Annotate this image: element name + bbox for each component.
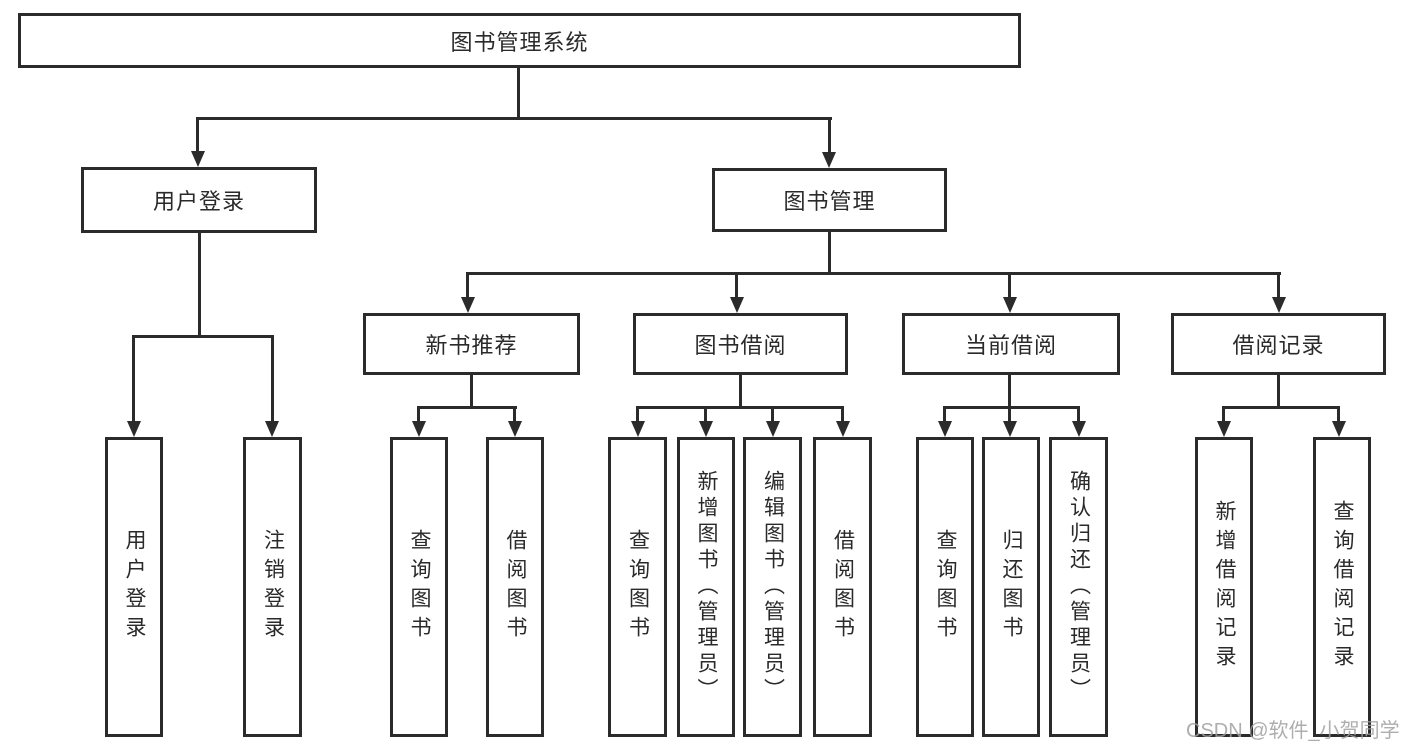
connector-vline bbox=[271, 335, 274, 423]
connector-vline bbox=[841, 406, 844, 423]
node-label: 新增借阅记录 bbox=[1213, 500, 1236, 674]
arrowhead-down-icon bbox=[836, 421, 850, 437]
node-edit-books-admin: 编辑图书（管理员） bbox=[743, 437, 802, 737]
connector-vline bbox=[828, 230, 831, 275]
node-add-borrow-record: 新增借阅记录 bbox=[1195, 437, 1253, 737]
arrowhead-down-icon bbox=[1272, 297, 1286, 313]
node-query-books-borrow: 查询图书 bbox=[608, 437, 667, 737]
arrowhead-down-icon bbox=[1072, 421, 1086, 437]
connector-vline bbox=[1077, 406, 1080, 423]
node-current-borrowing: 当前借阅 bbox=[902, 313, 1120, 375]
node-user-login-leaf: 用户登录 bbox=[105, 437, 163, 737]
node-label: 借阅图书 bbox=[831, 529, 855, 645]
arrowhead-down-icon bbox=[822, 152, 836, 168]
node-label: 查询图书 bbox=[934, 529, 957, 645]
connector-hline bbox=[132, 335, 274, 338]
connector-vline bbox=[517, 66, 520, 119]
node-query-books-recommend: 查询图书 bbox=[390, 437, 448, 737]
node-book-management: 图书管理 bbox=[712, 168, 947, 232]
node-library-management-system: 图书管理系统 bbox=[18, 13, 1021, 68]
connector-vline bbox=[1337, 406, 1340, 423]
node-query-borrow-record: 查询借阅记录 bbox=[1313, 437, 1371, 737]
connector-vline bbox=[739, 373, 742, 409]
node-label: 图书管理系统 bbox=[450, 29, 589, 55]
node-label: 查询图书 bbox=[626, 529, 650, 645]
connector-vline bbox=[636, 406, 639, 423]
connector-vline bbox=[1008, 406, 1011, 423]
arrowhead-down-icon bbox=[508, 421, 522, 437]
connector-vline bbox=[828, 117, 831, 154]
node-query-books-current: 查询图书 bbox=[916, 437, 974, 737]
arrowhead-down-icon bbox=[1003, 297, 1017, 313]
node-label: 用户登录 bbox=[152, 189, 245, 214]
connector-hline bbox=[417, 406, 517, 409]
node-label: 借阅记录 bbox=[1232, 333, 1325, 358]
arrowhead-down-icon bbox=[699, 421, 713, 437]
node-label: 借阅图书 bbox=[504, 529, 527, 645]
connector-vline bbox=[196, 117, 199, 153]
connector-hline bbox=[196, 117, 832, 120]
csdn-watermark: CSDN @软件_小贺同学 bbox=[1186, 720, 1400, 742]
connector-vline bbox=[1008, 373, 1011, 409]
node-confirm-return-admin: 确认归还（管理员） bbox=[1049, 437, 1108, 737]
connector-vline bbox=[771, 406, 774, 423]
arrowhead-down-icon bbox=[1332, 421, 1346, 437]
node-book-borrowing: 图书借阅 bbox=[633, 313, 848, 375]
connector-vline bbox=[1008, 272, 1011, 299]
connector-vline bbox=[1277, 272, 1280, 299]
arrowhead-down-icon bbox=[461, 297, 475, 313]
node-label: 新书推荐 bbox=[425, 333, 518, 358]
connector-hline bbox=[466, 272, 1281, 275]
node-return-books: 归还图书 bbox=[982, 437, 1040, 737]
node-label: 图书借阅 bbox=[694, 333, 787, 358]
arrowhead-down-icon bbox=[631, 421, 645, 437]
connector-vline bbox=[470, 373, 473, 409]
node-label: 新增图书（管理员） bbox=[695, 470, 718, 704]
node-new-book-recommend: 新书推荐 bbox=[363, 313, 580, 375]
node-user-login: 用户登录 bbox=[81, 167, 317, 233]
connector-vline bbox=[735, 272, 738, 299]
connector-vline bbox=[1277, 373, 1280, 409]
arrowhead-down-icon bbox=[191, 151, 205, 167]
node-label: 当前借阅 bbox=[964, 333, 1057, 358]
connector-hline bbox=[1222, 406, 1340, 409]
connector-vline bbox=[943, 406, 946, 423]
connector-vline bbox=[417, 406, 420, 423]
node-label: 查询图书 bbox=[408, 529, 431, 645]
arrowhead-down-icon bbox=[1003, 421, 1017, 437]
connector-vline bbox=[132, 335, 135, 423]
connector-hline bbox=[636, 406, 844, 409]
node-borrow-books-recommend: 借阅图书 bbox=[486, 437, 544, 737]
connector-vline bbox=[704, 406, 707, 423]
node-borrowing-records: 借阅记录 bbox=[1171, 313, 1386, 375]
arrowhead-down-icon bbox=[412, 421, 426, 437]
arrowhead-down-icon bbox=[766, 421, 780, 437]
connector-vline bbox=[466, 272, 469, 299]
connector-hline bbox=[943, 406, 1080, 409]
node-logout: 注销登录 bbox=[243, 437, 302, 737]
node-add-books-admin: 新增图书（管理员） bbox=[677, 437, 735, 737]
connector-vline bbox=[198, 231, 201, 338]
arrowhead-down-icon bbox=[1217, 421, 1231, 437]
node-label: 归还图书 bbox=[1000, 529, 1023, 645]
node-label: 图书管理 bbox=[783, 189, 876, 214]
arrowhead-down-icon bbox=[265, 421, 279, 437]
node-borrow-books-borrow: 借阅图书 bbox=[813, 437, 872, 737]
node-label: 确认归还（管理员） bbox=[1067, 470, 1091, 704]
node-label: 查询借阅记录 bbox=[1331, 500, 1354, 674]
node-label: 用户登录 bbox=[123, 529, 146, 645]
connector-vline bbox=[1222, 406, 1225, 423]
node-label: 编辑图书（管理员） bbox=[761, 470, 785, 704]
arrowhead-down-icon bbox=[127, 421, 141, 437]
arrowhead-down-icon bbox=[938, 421, 952, 437]
node-label: 注销登录 bbox=[261, 529, 285, 645]
arrowhead-down-icon bbox=[730, 297, 744, 313]
connector-vline bbox=[513, 406, 516, 423]
